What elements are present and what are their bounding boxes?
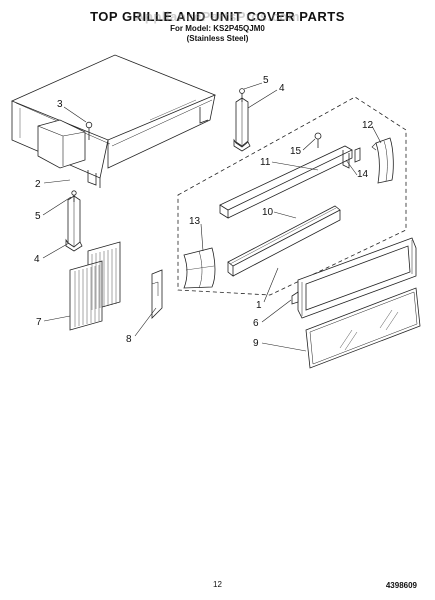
- callout-13: 13: [189, 216, 201, 227]
- leader-lines: [42, 82, 382, 352]
- callout-11: 11: [260, 157, 271, 168]
- callout-6: 6: [253, 318, 259, 329]
- callout-5: 5: [35, 211, 41, 222]
- assembly-boundary: [177, 96, 407, 296]
- callout-2: 2: [35, 179, 41, 190]
- unit-cover: [10, 54, 217, 188]
- front-grille: [291, 237, 417, 319]
- callout-labels: 3 2 5 4 7 8 5 4 15 12 11 14 10 13 1 6 9: [34, 75, 374, 349]
- callout-8: 8: [126, 334, 132, 345]
- callout-12: 12: [362, 120, 374, 131]
- callout-15: 15: [290, 146, 302, 157]
- diagram-title: TOP GRILLE AND UNIT COVER PARTS: [90, 9, 345, 24]
- end-trim-left: [183, 247, 216, 289]
- end-trim-right: [371, 137, 394, 184]
- callout-3: 3: [57, 99, 63, 110]
- upper-rail: [219, 132, 361, 219]
- screw-3: [85, 121, 93, 140]
- glass-panel: [305, 287, 421, 369]
- callout-5: 5: [263, 75, 269, 86]
- page-number: 12: [213, 580, 222, 589]
- finish-line: (Stainless Steel): [186, 34, 249, 43]
- callout-10: 10: [262, 207, 274, 218]
- callout-1: 1: [256, 300, 262, 311]
- part-code: 4398609: [385, 581, 417, 590]
- callout-4: 4: [279, 83, 285, 94]
- side-panel: [151, 269, 163, 319]
- diagram-header: TOP GRILLE AND UNIT COVER PARTS For Mode…: [0, 9, 435, 44]
- filter-grille: [69, 241, 121, 331]
- watermark: AppliancePartsPros.com: [135, 9, 300, 24]
- model-line: For Model: KS2P45QJM0: [170, 24, 265, 33]
- parts-drawing: [10, 54, 421, 369]
- callout-4: 4: [34, 254, 40, 265]
- lower-rail: [227, 205, 341, 277]
- side-bracket-right: [233, 88, 251, 152]
- callout-9: 9: [253, 338, 259, 349]
- callout-7: 7: [36, 317, 42, 328]
- callout-14: 14: [357, 169, 369, 180]
- side-bracket-left: [65, 190, 83, 252]
